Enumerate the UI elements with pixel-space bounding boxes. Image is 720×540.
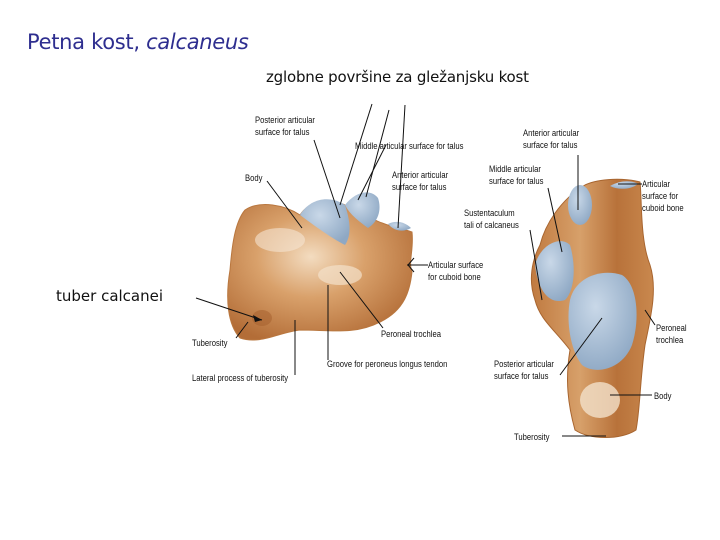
lateral-view-bone xyxy=(227,192,413,341)
articular-surfaces-caption: zglobne površine za gležanjsku kost xyxy=(266,68,529,86)
label-sup-tuberosity: Tuberosity xyxy=(514,432,550,442)
leader-lines xyxy=(195,103,656,437)
title-italic: calcaneus xyxy=(146,30,249,54)
tuber-calcanei-label: tuber calcanei xyxy=(56,287,164,305)
label-body: Body xyxy=(245,173,263,183)
superior-view-bone xyxy=(530,178,654,438)
title-plain: Petna kost, xyxy=(27,30,147,54)
label-tuberosity: Tuberosity xyxy=(192,338,228,348)
slide-title: Petna kost, calcaneus xyxy=(27,30,249,54)
label-peroneal-trochlea: Peroneal trochlea xyxy=(381,329,441,339)
label-lateral-process-tuberosity: Lateral process of tuberosity xyxy=(192,373,289,383)
label-middle-articular-surface: Middle articular surface for talus xyxy=(355,141,464,151)
label-groove-peroneus-longus: Groove for peroneus longus tendon xyxy=(327,359,448,369)
label-sup-body: Body xyxy=(654,391,672,401)
